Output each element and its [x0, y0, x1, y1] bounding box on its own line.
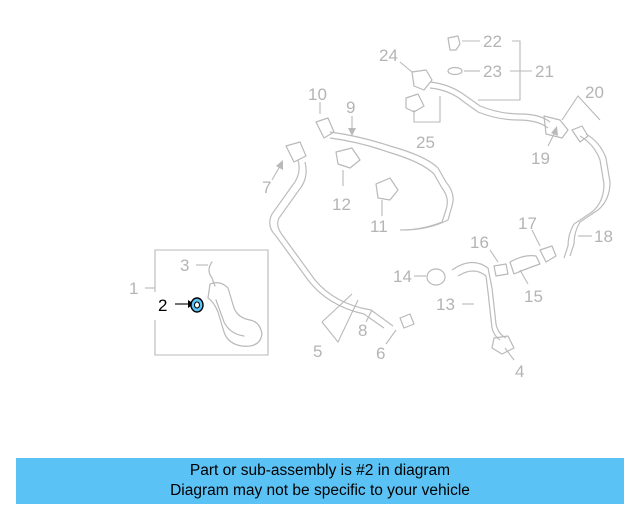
callout-1: 1	[129, 279, 138, 298]
assembly-1-group	[145, 249, 269, 356]
callout-12: 12	[332, 195, 351, 214]
callout-19: 19	[531, 149, 550, 168]
callout-21: 21	[535, 62, 554, 81]
hose-13	[451, 261, 515, 355]
callout-15: 15	[524, 287, 543, 306]
callout-23: 23	[483, 62, 502, 81]
callout-8: 8	[358, 321, 367, 340]
callout-11: 11	[370, 217, 388, 236]
callout-4: 4	[515, 362, 524, 381]
callout-10: 10	[308, 85, 327, 104]
callout-9: 9	[346, 98, 355, 117]
caption-banner: Part or sub-assembly is #2 in diagram Di…	[16, 458, 624, 504]
callout-2: 2	[158, 296, 167, 315]
callout-18: 18	[594, 227, 613, 246]
callout-3: 3	[180, 256, 189, 275]
callout-22: 22	[483, 32, 502, 51]
callout-17: 17	[518, 214, 537, 233]
callout-20: 20	[585, 83, 604, 102]
callout-14: 14	[393, 267, 412, 286]
callout-7: 7	[262, 178, 271, 197]
caption-line-disclaimer: Diagram may not be specific to your vehi…	[170, 482, 470, 499]
hose-upper-right	[405, 69, 551, 129]
part-2-oring	[175, 297, 204, 313]
callout-24: 24	[379, 46, 398, 65]
callout-5: 5	[313, 342, 322, 361]
callout-6: 6	[376, 344, 385, 363]
hose-main-left	[269, 141, 415, 329]
callout-13: 13	[436, 295, 455, 314]
hose-right	[543, 115, 611, 259]
caption-line-part: Part or sub-assembly is #2 in diagram	[189, 462, 451, 479]
callout-16: 16	[470, 233, 489, 252]
callout-25: 25	[416, 133, 435, 152]
hose-9	[315, 117, 454, 231]
